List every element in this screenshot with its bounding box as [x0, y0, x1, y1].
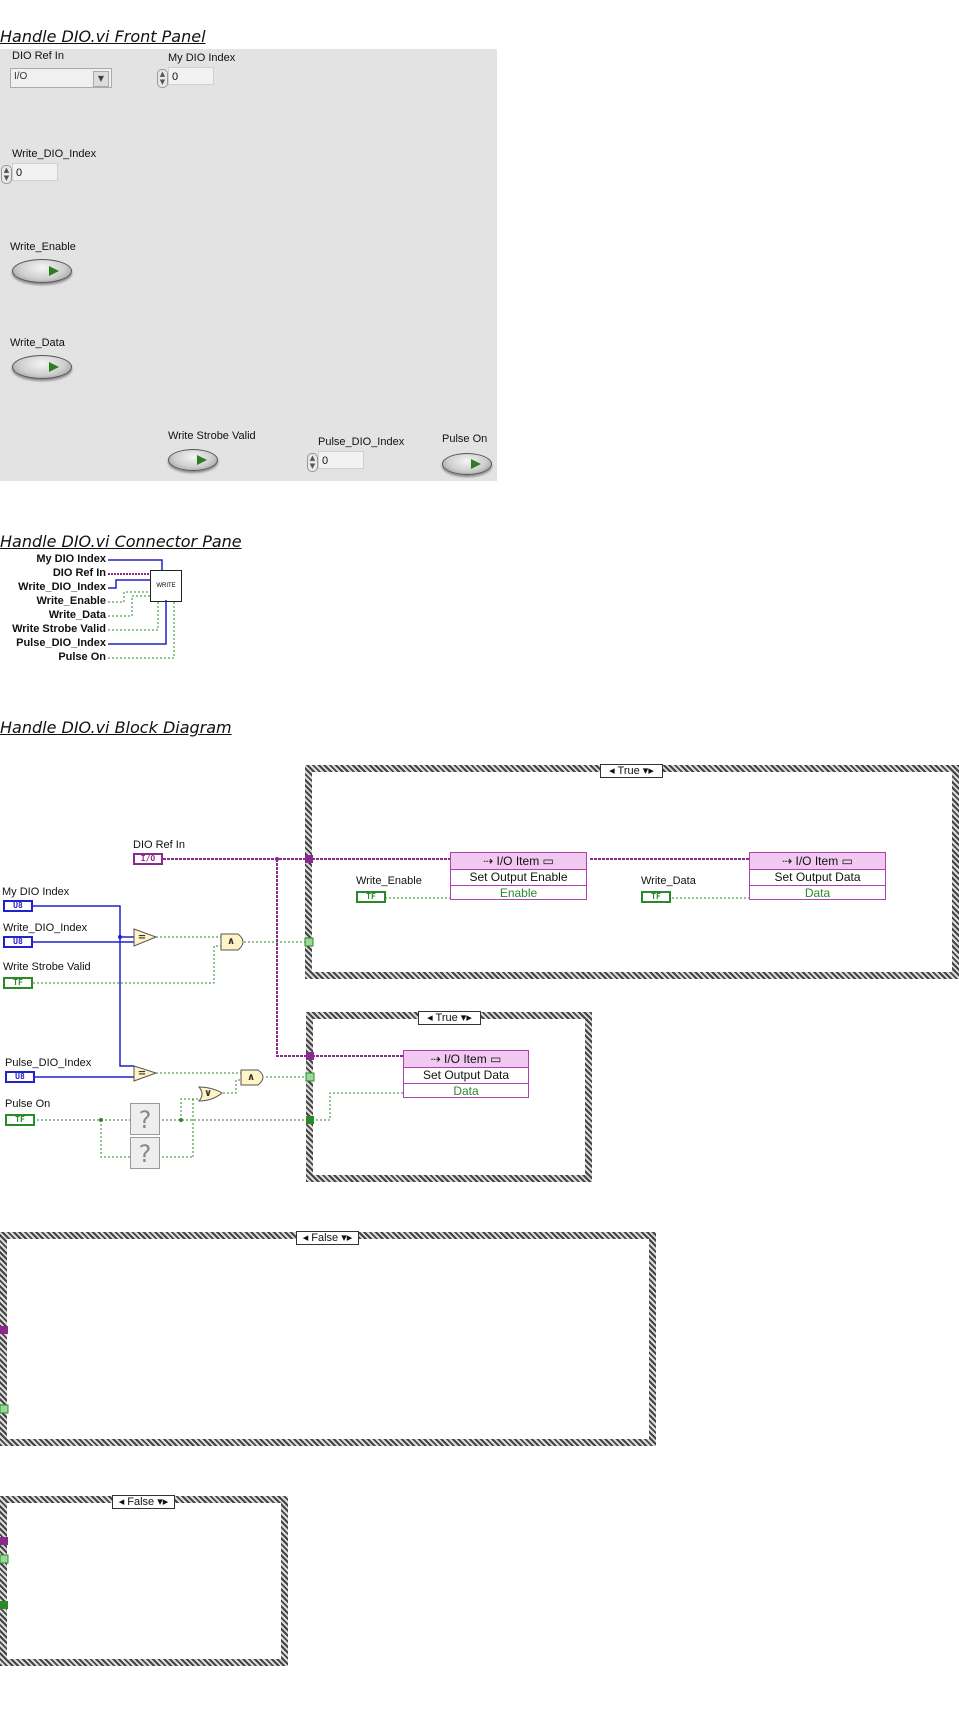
cp-label-write-strobe-valid: Write Strobe Valid [12, 623, 106, 635]
write-strobe-valid-switch[interactable] [168, 449, 218, 471]
write-enable-terminal[interactable]: TF [356, 891, 386, 903]
bd-label-write-dio-index: Write_DIO_Index [3, 922, 88, 934]
pulse-on-switch[interactable] [442, 453, 492, 475]
unknown-subvi-icon[interactable]: ? [130, 1103, 160, 1135]
io-node-title: ⇢ I/O Item ▭ [404, 1051, 528, 1068]
io-node-input: Enable [499, 886, 538, 900]
io-item-menu-icon: ▭ [838, 854, 853, 868]
write-data-terminal[interactable]: TF [641, 891, 671, 903]
io-node-set-output-data[interactable]: ⇢ I/O Item ▭ Set Output Data Data [749, 852, 886, 900]
bd-label-pulse-dio-index: Pulse_DIO_Index [5, 1057, 92, 1069]
pulse-dio-index-terminal[interactable]: U8 [5, 1071, 35, 1083]
front-panel-heading: Handle DIO.vi Front Panel [0, 27, 206, 46]
io-node-set-output-data-pulse[interactable]: ⇢ I/O Item ▭ Set Output Data Data [403, 1050, 529, 1098]
or-gate-icon: ∨ [203, 1088, 213, 1099]
bd-label-write-enable: Write_Enable [356, 875, 422, 887]
write-enable-switch[interactable] [12, 259, 72, 283]
write-dio-index-label: Write_DIO_Index [12, 148, 97, 160]
bd-label-write-data: Write_Data [641, 875, 696, 887]
led-arrow-icon [471, 459, 481, 469]
my-dio-index-terminal[interactable]: U8 [3, 900, 33, 912]
io-node-title: ⇢ I/O Item ▭ [750, 853, 885, 870]
write-data-switch[interactable] [12, 355, 72, 379]
cp-label-pulse-on: Pulse On [58, 651, 106, 663]
vi-icon: WRITE [150, 570, 182, 602]
io-node-method: Set Output Enable [451, 870, 586, 886]
write-strobe-valid-label: Write Strobe Valid [168, 430, 256, 442]
dio-ref-in-label: DIO Ref In [12, 50, 64, 62]
equal-gate-icon: = [137, 1068, 147, 1079]
pulse-dio-index-label: Pulse_DIO_Index [318, 436, 405, 448]
increment-decrement-icon[interactable]: ▲▼ [1, 165, 12, 184]
io-item-icon: ⇢ [430, 1052, 445, 1066]
my-dio-index-control[interactable]: ▲▼ 0 [157, 67, 219, 88]
case-structure-pulse-false[interactable] [0, 1496, 288, 1666]
io-item-icon: ⇢ [483, 854, 497, 868]
bd-label-pulse-on: Pulse On [5, 1098, 51, 1110]
my-dio-index-value[interactable]: 0 [168, 67, 214, 85]
io-item-menu-icon: ▭ [539, 854, 554, 868]
write-data-label: Write_Data [10, 337, 65, 349]
io-node-method: Set Output Data [404, 1068, 528, 1084]
bd-label-my-dio-index: My DIO Index [2, 886, 70, 898]
cp-label-write-dio-index: Write_DIO_Index [18, 581, 106, 593]
case-selector-write[interactable]: ◂ True ▾▸ [600, 764, 663, 778]
case-selector-write-false[interactable]: ◂ False ▾▸ [296, 1231, 359, 1245]
dio-ref-in-terminal[interactable]: I/O [133, 853, 163, 865]
write-enable-label: Write_Enable [10, 241, 76, 253]
bd-label-write-strobe-valid: Write Strobe Valid [3, 961, 91, 973]
case-structure-write-false[interactable] [0, 1232, 656, 1446]
cp-label-write-enable: Write_Enable [36, 595, 107, 607]
increment-decrement-icon[interactable]: ▲▼ [157, 69, 168, 88]
dio-ref-in-control[interactable]: I/O ▼ [10, 68, 112, 88]
cp-label-dio-ref-in: DIO Ref In [52, 567, 106, 579]
case-selector-pulse-false[interactable]: ◂ False ▾▸ [112, 1495, 175, 1509]
write-dio-index-value[interactable]: 0 [12, 163, 58, 181]
led-arrow-icon [49, 362, 59, 372]
cp-label-write-data: Write_Data [48, 609, 106, 621]
io-node-title: ⇢ I/O Item ▭ [451, 853, 586, 870]
write-dio-index-control[interactable]: ▲▼ 0 [1, 163, 63, 184]
io-item-icon: ⇢ [782, 854, 796, 868]
io-item-menu-icon: ▭ [486, 1052, 502, 1066]
cp-label-my-dio-index: My DIO Index [36, 553, 106, 565]
block-diagram-heading: Handle DIO.vi Block Diagram [0, 718, 232, 737]
io-node-input: Data [804, 886, 831, 900]
and-gate-icon: ∧ [226, 936, 236, 947]
increment-decrement-icon[interactable]: ▲▼ [307, 453, 318, 472]
and-gate-icon: ∧ [246, 1072, 256, 1083]
case-selector-pulse[interactable]: ◂ True ▾▸ [418, 1011, 481, 1025]
io-ref-icon: I/O [14, 71, 28, 82]
pulse-on-terminal[interactable]: TF [5, 1114, 35, 1126]
dropdown-arrow-icon[interactable]: ▼ [93, 71, 109, 87]
write-dio-index-terminal[interactable]: U8 [3, 936, 33, 948]
led-arrow-icon [197, 455, 207, 465]
bd-label-dio-ref-in: DIO Ref In [133, 839, 185, 851]
connector-pane-heading: Handle DIO.vi Connector Pane [0, 532, 242, 551]
pulse-dio-index-control[interactable]: ▲▼ 0 [307, 451, 369, 472]
io-node-input: Data [453, 1084, 479, 1098]
pulse-dio-index-value[interactable]: 0 [318, 451, 364, 469]
equal-gate-icon: = [137, 932, 147, 943]
io-node-set-output-enable[interactable]: ⇢ I/O Item ▭ Set Output Enable Enable [450, 852, 587, 900]
unknown-subvi-icon[interactable]: ? [130, 1137, 160, 1169]
cp-label-pulse-dio-index: Pulse_DIO_Index [16, 637, 106, 649]
pulse-on-label: Pulse On [442, 433, 488, 445]
write-strobe-valid-terminal[interactable]: TF [3, 977, 33, 989]
my-dio-index-label: My DIO Index [168, 52, 236, 64]
front-panel: DIO Ref In I/O ▼ My DIO Index ▲▼ 0 Write… [0, 49, 497, 481]
led-arrow-icon [49, 266, 59, 276]
io-node-method: Set Output Data [750, 870, 885, 886]
